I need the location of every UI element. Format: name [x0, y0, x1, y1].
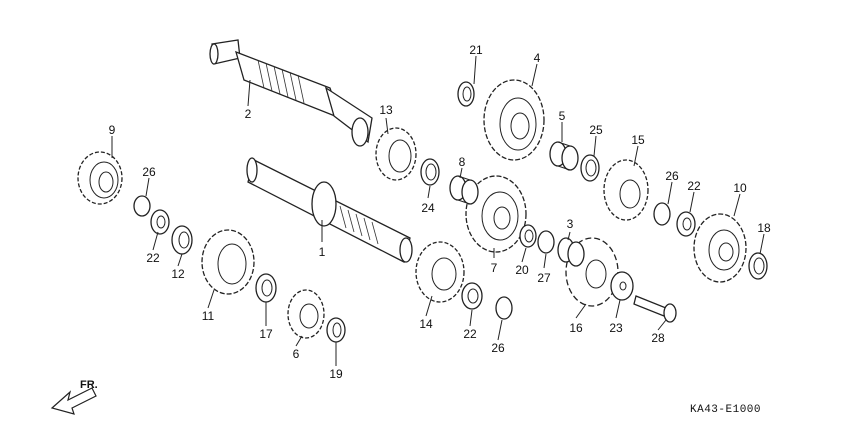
gear-14	[415, 241, 465, 303]
washer-24	[420, 158, 440, 186]
bushing-8	[449, 175, 479, 205]
callout-22a: 22	[146, 251, 160, 265]
gear-7	[465, 175, 527, 253]
arrow-icon	[50, 387, 97, 415]
diagram-code: KA43-E1000	[690, 404, 761, 416]
circlip-26b	[495, 296, 513, 320]
callout-19: 19	[329, 367, 343, 381]
gear-15	[603, 159, 649, 221]
callout-3: 3	[567, 217, 574, 231]
circlip-26a	[133, 195, 151, 217]
callout-13: 13	[379, 103, 393, 117]
front-direction-arrow: FR.	[50, 379, 98, 415]
washer-23	[610, 271, 634, 301]
bushing-12	[171, 225, 193, 255]
callout-10: 10	[733, 181, 747, 195]
bushing-3	[557, 237, 585, 267]
washer-19	[326, 317, 346, 343]
callout-25: 25	[589, 123, 603, 137]
callout-22b: 22	[463, 327, 477, 341]
callout-1: 1	[319, 245, 326, 259]
washer-22b	[461, 282, 483, 310]
washer-25	[580, 154, 600, 182]
callout-9: 9	[109, 123, 116, 137]
callout-11: 11	[202, 309, 215, 323]
shaft-1	[246, 157, 413, 263]
callout-15: 15	[631, 133, 645, 147]
callout-2: 2	[245, 107, 252, 121]
washer-22a	[150, 209, 170, 235]
callout-6: 6	[293, 347, 300, 361]
bushing-5	[549, 141, 579, 171]
callout-16: 16	[569, 321, 583, 335]
direction-label: FR.	[80, 379, 98, 391]
washer-18	[748, 252, 768, 280]
callout-18: 18	[757, 221, 771, 235]
callout-12: 12	[171, 267, 185, 281]
bolt-28	[633, 295, 677, 323]
callout-24: 24	[421, 201, 435, 215]
callout-26a: 26	[142, 165, 156, 179]
gear-13	[375, 127, 417, 181]
callout-labels: 1 2 3 4 5 6 7 8 9 10 11 12 13 14 15 16 1…	[109, 43, 771, 381]
shaft-2	[209, 39, 373, 147]
washer-21	[457, 81, 475, 107]
callout-28: 28	[651, 331, 665, 345]
callout-26c: 26	[665, 169, 679, 183]
callout-20: 20	[515, 263, 529, 277]
callout-8: 8	[459, 155, 466, 169]
circlip-27	[537, 230, 555, 254]
leader-lines	[111, 55, 765, 366]
gear-4	[483, 79, 545, 161]
callout-4: 4	[534, 51, 541, 65]
gear-11	[201, 229, 255, 295]
callout-27: 27	[537, 271, 551, 285]
callout-14: 14	[419, 317, 433, 331]
gear-10	[693, 213, 747, 283]
washer-20	[519, 224, 537, 248]
callout-23: 23	[609, 321, 623, 335]
washer-22c	[676, 211, 696, 237]
gear-9	[77, 151, 123, 205]
circlip-26c	[653, 202, 671, 226]
callout-26b: 26	[491, 341, 505, 355]
callout-17: 17	[259, 327, 273, 341]
callout-7: 7	[491, 261, 498, 275]
callout-21: 21	[469, 43, 483, 57]
gear-6	[287, 289, 325, 339]
callout-5: 5	[559, 109, 566, 123]
callout-22c: 22	[687, 179, 701, 193]
washer-17	[255, 273, 277, 303]
